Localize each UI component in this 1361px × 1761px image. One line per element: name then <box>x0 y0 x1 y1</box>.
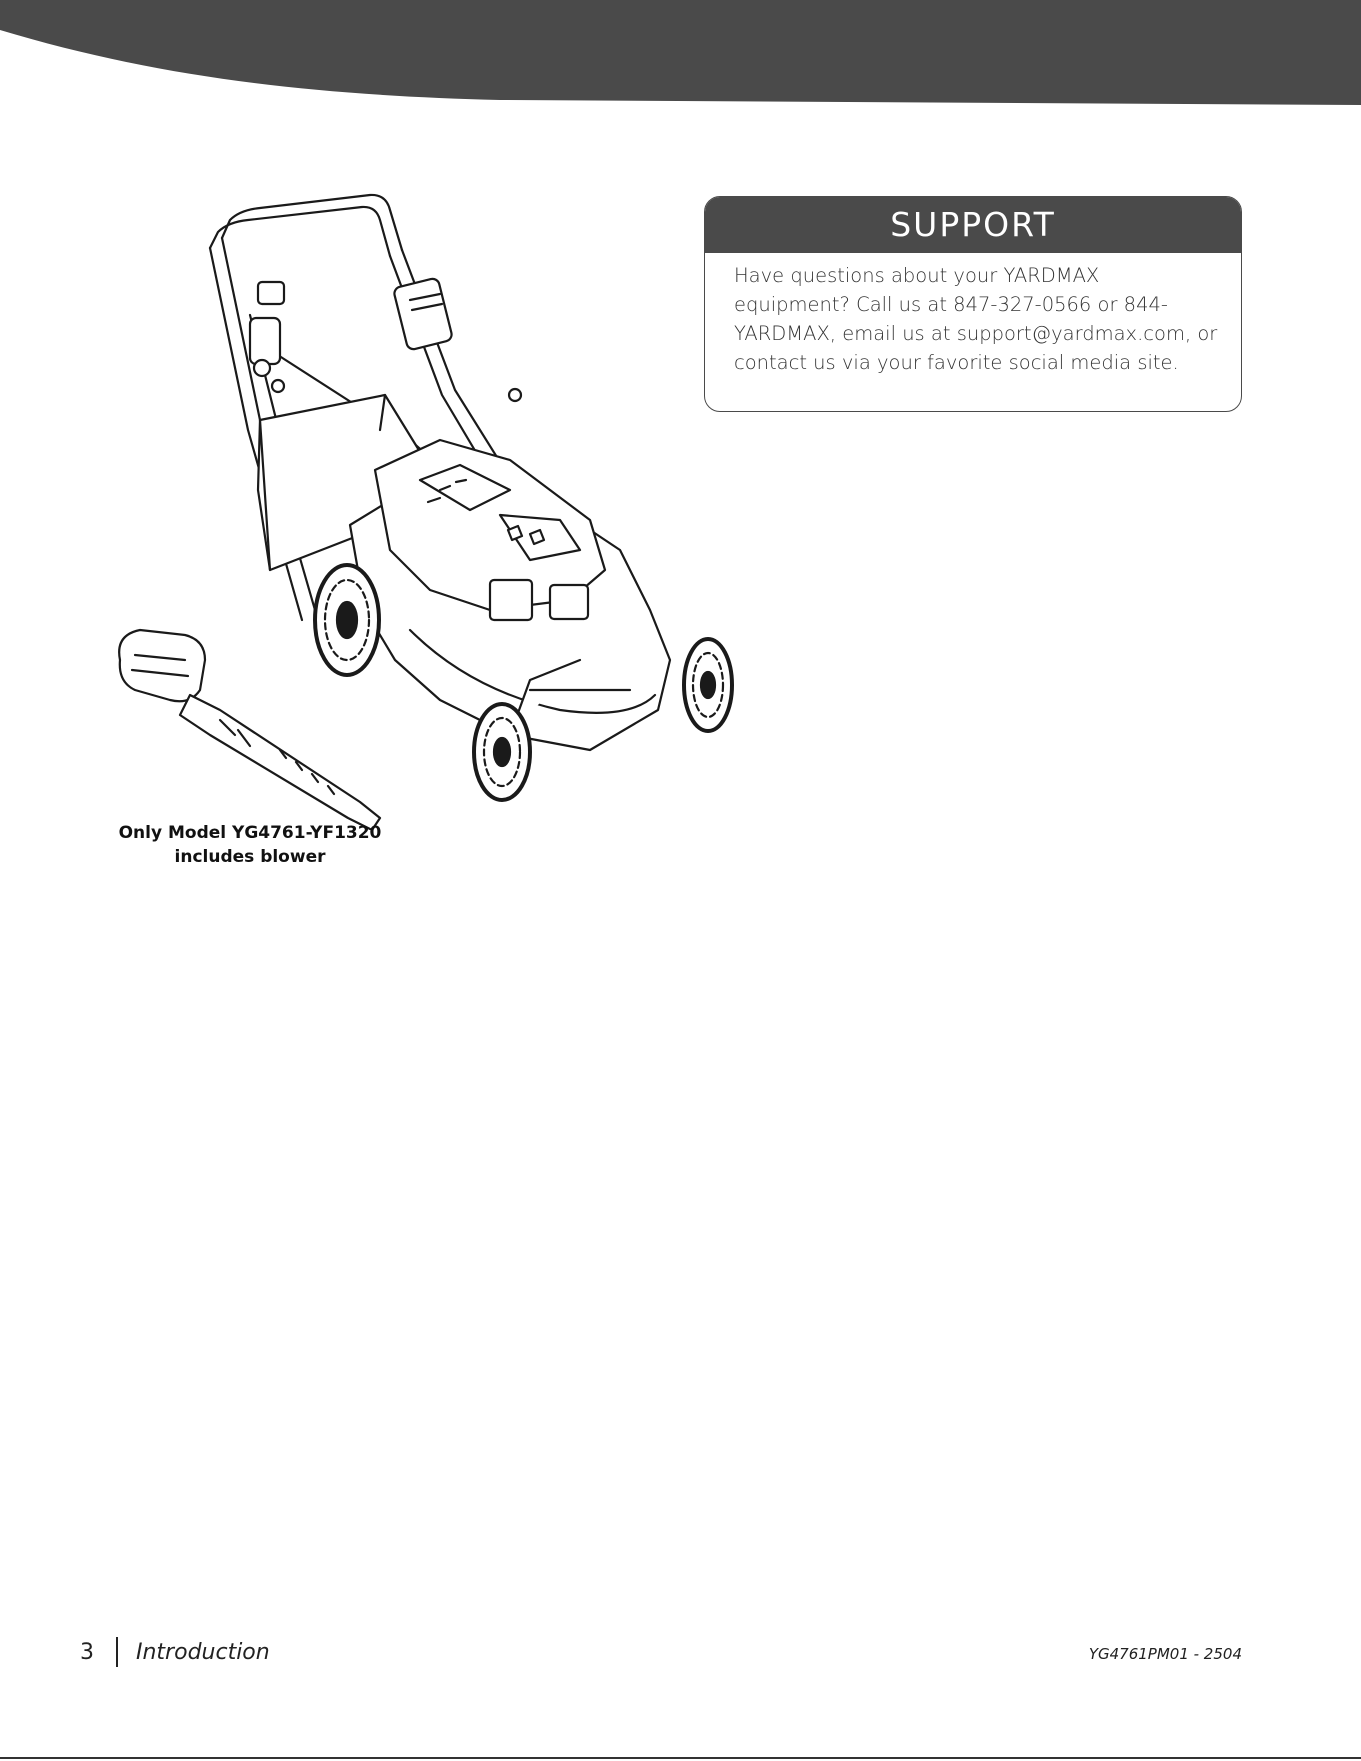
rear-wheel-left <box>315 565 379 675</box>
illustration-caption: Only Model YG4761-YF1320 includes blower <box>100 821 400 869</box>
front-wheel-left <box>474 704 530 800</box>
footer-separator <box>116 1637 118 1667</box>
caption-line-2: includes blower <box>100 845 400 869</box>
header-band <box>0 0 1361 110</box>
document-code: YG4761PM01 - 2504 <box>1089 1645 1242 1663</box>
footer-left: 3 Introduction <box>80 1637 270 1667</box>
caption-line-1: Only Model YG4761-YF1320 <box>100 821 400 845</box>
support-body: Have questions about your YARDMAX equipm… <box>705 253 1241 377</box>
page-number: 3 <box>80 1640 94 1665</box>
support-box: SUPPORT Have questions about your YARDMA… <box>704 196 1242 412</box>
handle-battery <box>393 277 521 401</box>
front-wheel-right <box>684 639 732 731</box>
section-title: Introduction <box>136 1640 270 1665</box>
support-title: SUPPORT <box>705 197 1241 253</box>
bottom-rule <box>0 1757 1361 1759</box>
